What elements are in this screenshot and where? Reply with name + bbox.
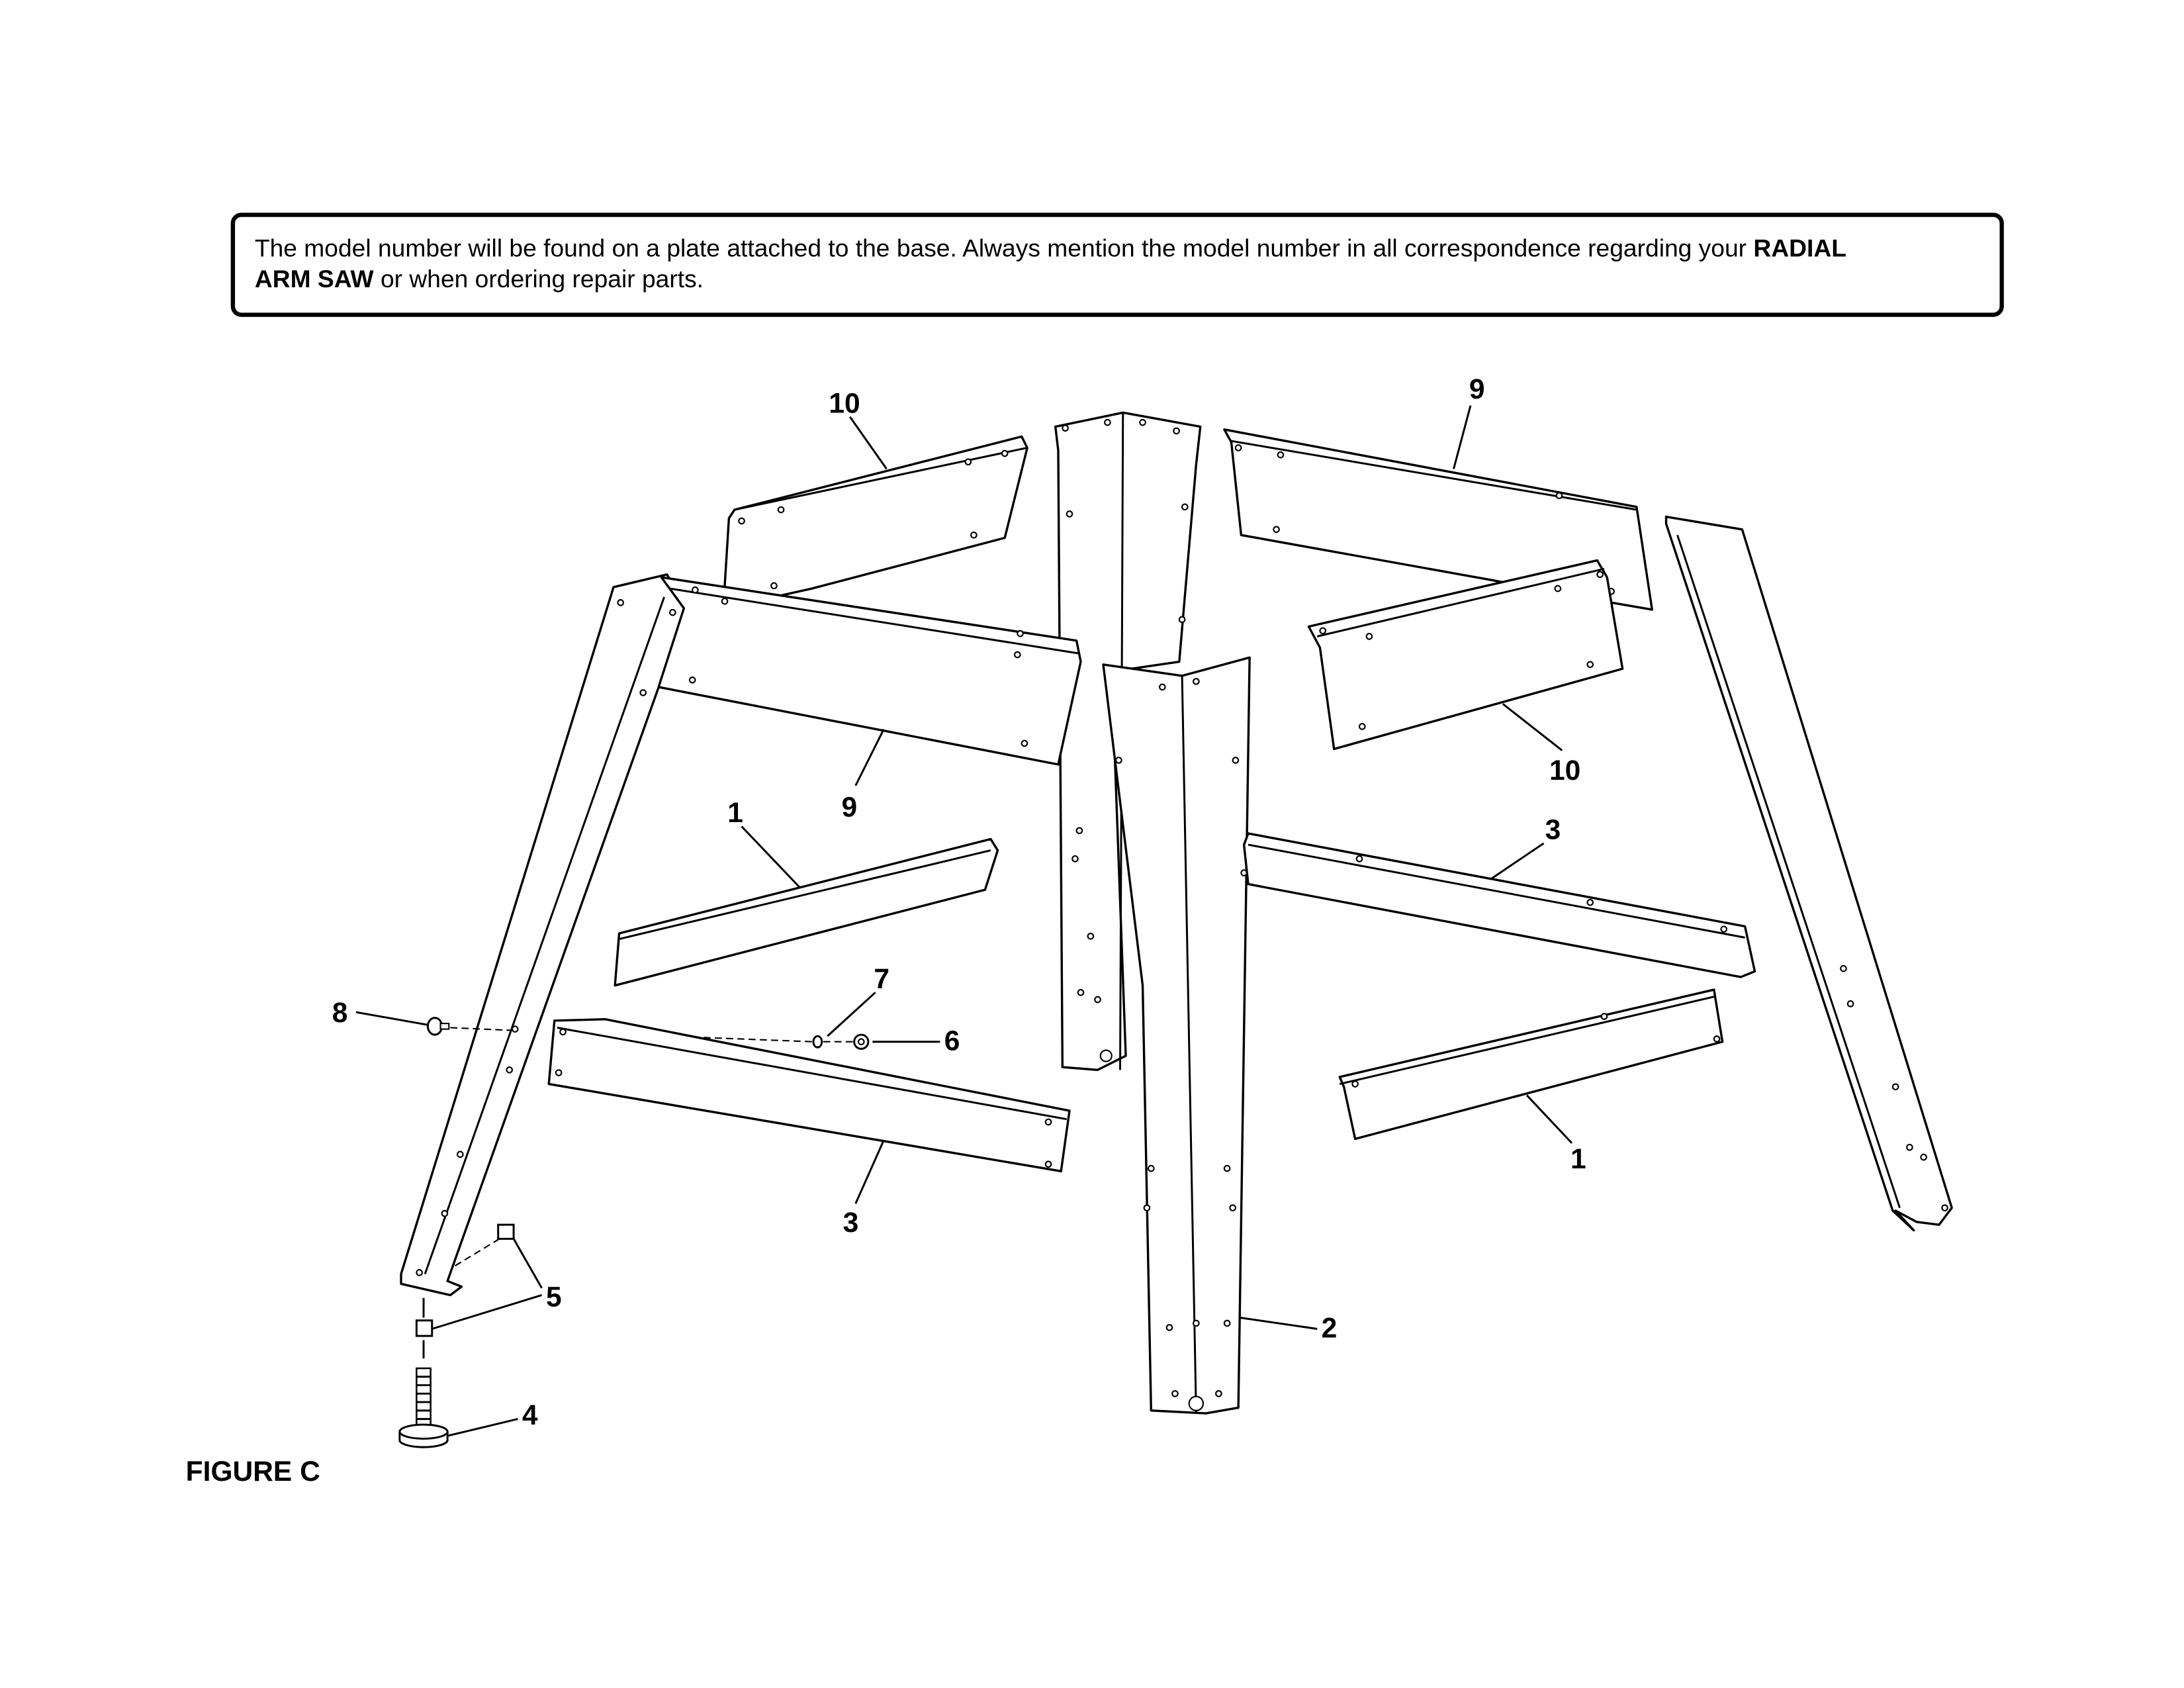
callout-labels: 10 9 9 10 1 1 3 3 7 6 8 5 4 2 xyxy=(332,374,1586,1431)
svg-text:The model number will be found: The model number will be found on a plat… xyxy=(255,234,1846,261)
callout-8: 8 xyxy=(332,998,348,1029)
callout-9: 9 xyxy=(842,792,858,823)
leader-lines xyxy=(355,405,1573,1437)
notice-line2-bold: ARM SAW xyxy=(255,265,375,293)
part-1-stretcher-right xyxy=(1338,988,1724,1141)
part-3-stretcher-right xyxy=(1242,832,1756,978)
notice-line1: The model number will be found on a plat… xyxy=(255,234,1754,261)
callout-1: 1 xyxy=(727,798,743,829)
callout-2: 2 xyxy=(1322,1313,1338,1344)
part-10-side-panel-left xyxy=(722,435,1028,610)
callout-4: 4 xyxy=(522,1400,538,1431)
notice-line2: or when ordering repair parts. xyxy=(374,265,704,293)
callout-6: 6 xyxy=(944,1026,960,1057)
callout-9: 9 xyxy=(1469,374,1485,405)
part-9-front-panel-left xyxy=(657,576,1082,766)
leg-right xyxy=(1664,515,1953,1232)
model-number-notice: The model number will be found on a plat… xyxy=(230,212,2004,317)
callout-3: 3 xyxy=(843,1207,859,1239)
callout-3: 3 xyxy=(1545,815,1561,846)
part-8-carriage-bolt xyxy=(426,1017,516,1036)
callout-7: 7 xyxy=(874,964,889,995)
callout-1: 1 xyxy=(1570,1144,1586,1175)
part-4-leveling-foot xyxy=(398,1367,449,1448)
part-1-stretcher-left xyxy=(614,837,999,987)
part-6-nut xyxy=(853,1033,870,1050)
callout-10: 10 xyxy=(1549,755,1580,786)
part-3-stretcher-left xyxy=(547,1018,1071,1173)
part-10-side-panel-right xyxy=(1307,559,1624,751)
part-2-front-leg xyxy=(1102,656,1251,1415)
figure-label: FIGURE C xyxy=(186,1456,320,1487)
part-7-lock-washer xyxy=(812,1035,823,1049)
svg-text:ARM SAW or when ordering repai: ARM SAW or when ordering repair parts. xyxy=(255,265,704,293)
callout-5: 5 xyxy=(546,1282,562,1313)
callout-10: 10 xyxy=(829,388,860,419)
notice-line1-bold: RADIAL xyxy=(1753,234,1846,261)
